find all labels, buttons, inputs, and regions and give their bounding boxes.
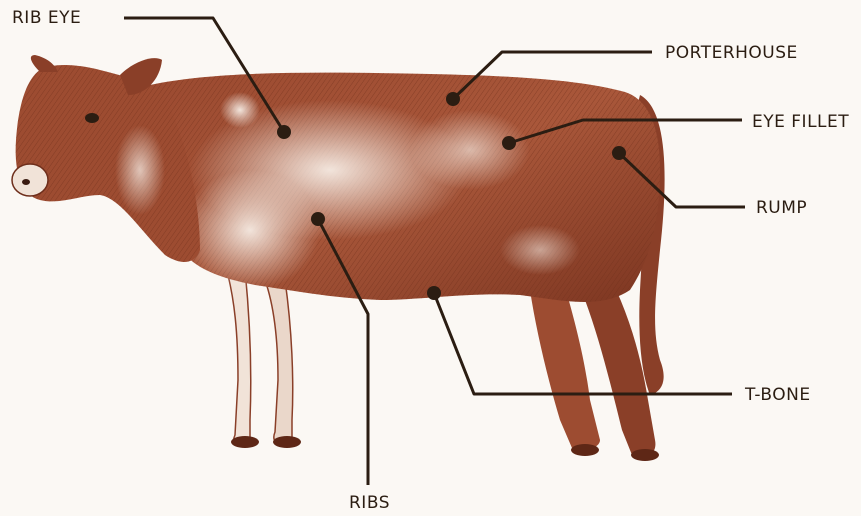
marker-eye-fillet xyxy=(502,136,516,150)
label-rib-eye: RIB EYE xyxy=(12,10,81,27)
marker-porterhouse xyxy=(446,92,460,106)
label-t-bone: T-BONE xyxy=(745,387,811,404)
label-rump: RUMP xyxy=(756,200,807,217)
label-ribs: RIBS xyxy=(349,495,390,512)
marker-ribs xyxy=(311,212,325,226)
label-eye-fillet: EYE FILLET xyxy=(752,114,849,131)
marker-rump xyxy=(612,146,626,160)
marker-t-bone xyxy=(427,286,441,300)
label-porterhouse: PORTERHOUSE xyxy=(665,45,798,62)
marker-rib-eye xyxy=(277,125,291,139)
